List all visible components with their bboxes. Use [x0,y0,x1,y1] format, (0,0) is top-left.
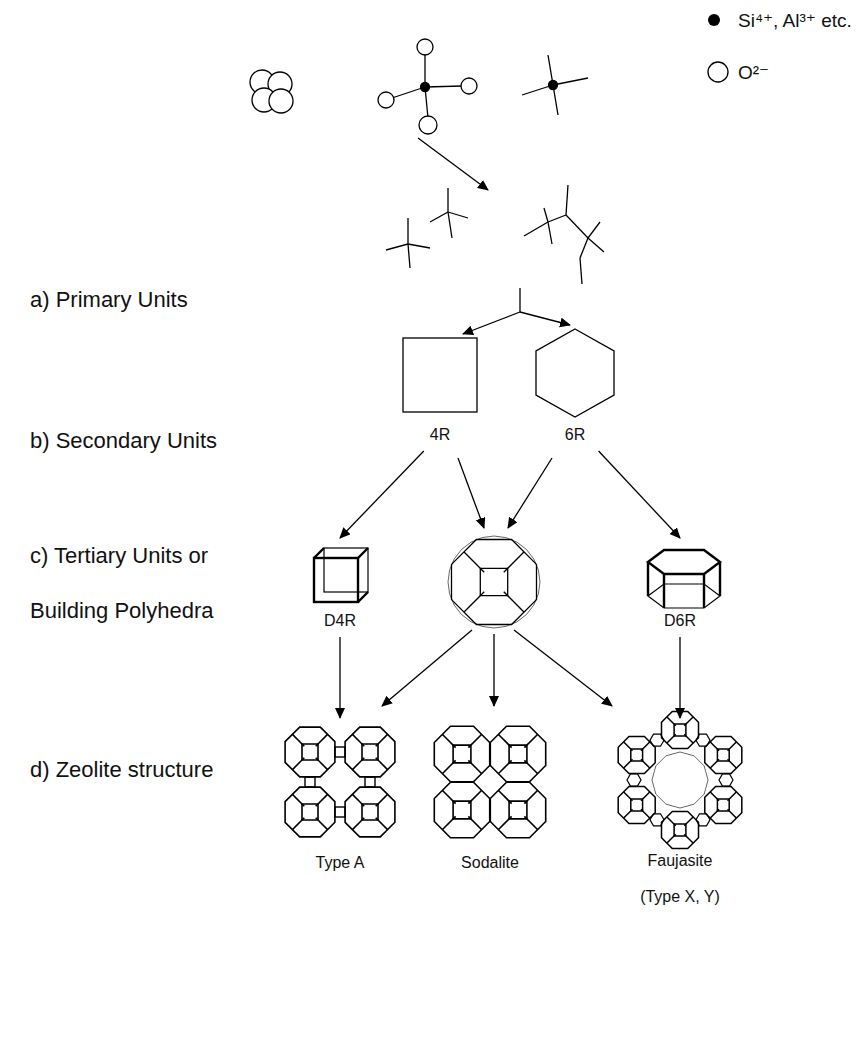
structure-node: 4R [386,326,494,448]
primary-units [386,185,604,284]
double-four-ring [314,548,368,602]
arrow [382,630,472,706]
connector-arrow [679,637,680,718]
arrow [493,634,494,706]
node-label: Sodalite [411,852,569,874]
node-label: Faujasite [596,850,764,872]
six-ring [536,329,614,417]
legend-symbol [706,60,730,84]
arrow [418,138,488,190]
ball-stick-tetrahedron [378,39,477,134]
legend-text: O²⁻ [738,61,769,84]
level-label: b) Secondary Units [30,413,430,468]
node-label: 4R [386,424,494,446]
structure-node: Type A [261,720,419,876]
four-ring [403,338,477,412]
double-six-ring [648,550,720,608]
connector-arrow [599,451,680,538]
node-label: D4R [291,610,389,632]
arrow [463,312,520,334]
structure-node: D4R [291,540,389,634]
node-label: Type A [261,852,419,874]
arrow [458,458,484,528]
node-label: D6R [626,610,734,632]
connector-arrow [339,637,340,718]
structure-node: 6R [516,326,634,448]
arrow [514,630,612,706]
connector-arrow [340,451,424,538]
legend-entry: Si⁴⁺, Al³⁺ etc. [706,8,852,32]
level-label: a) Primary Units [30,272,430,327]
space-filling-tetrahedron [250,70,293,113]
structure-node: Sodalite [411,720,569,876]
split-line [519,288,520,312]
legend-text: Si⁴⁺, Al³⁺ etc. [738,9,852,32]
arrow [520,312,570,325]
stick-tetrahedron [522,55,588,115]
node-label: 6R [516,424,634,446]
legend-entry: O²⁻ [706,60,769,84]
legend-symbol [706,8,730,32]
structure-node: D6R [626,540,734,634]
arrow [508,458,552,528]
level-label: d) Zeolite structure [30,742,430,797]
level-label: c) Tertiary Units or Building Polyhedra [30,528,245,638]
structure-node: Faujasite (Type X, Y) [596,720,764,910]
sodalite-cage [448,536,540,628]
node-label: (Type X, Y) [596,886,764,908]
zeolite-frameworks [285,712,742,849]
